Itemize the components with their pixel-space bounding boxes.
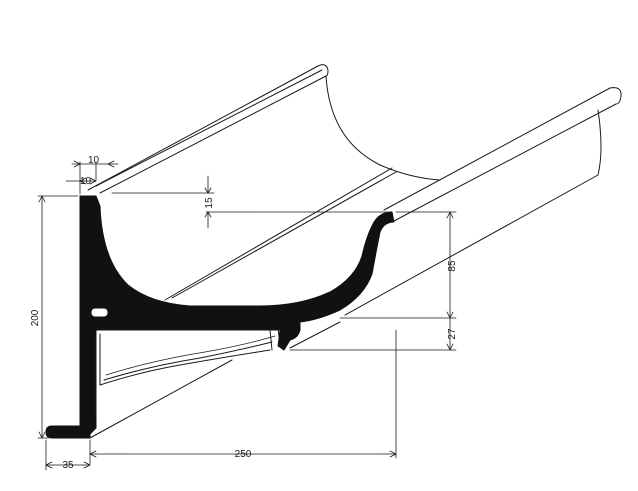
gutter-bracket xyxy=(95,327,281,421)
dim-flange-width: 10 xyxy=(88,155,100,166)
dim-bead-depth: 85 xyxy=(447,260,458,272)
dimension-lines xyxy=(37,160,457,471)
dim-lip-width: 10 xyxy=(80,176,92,187)
gutter-cross-section xyxy=(45,195,395,439)
dim-foot-width: 35 xyxy=(62,460,74,471)
dim-height: 200 xyxy=(30,309,41,326)
dimension-labels: 10 10 15 200 85 27 250 35 xyxy=(30,155,458,471)
gutter-body-outline xyxy=(87,64,622,439)
dim-lip-drop: 15 xyxy=(204,197,215,209)
fixing-slot xyxy=(90,307,109,318)
dim-bracket-offset: 27 xyxy=(447,328,458,340)
dim-width: 250 xyxy=(235,449,252,460)
